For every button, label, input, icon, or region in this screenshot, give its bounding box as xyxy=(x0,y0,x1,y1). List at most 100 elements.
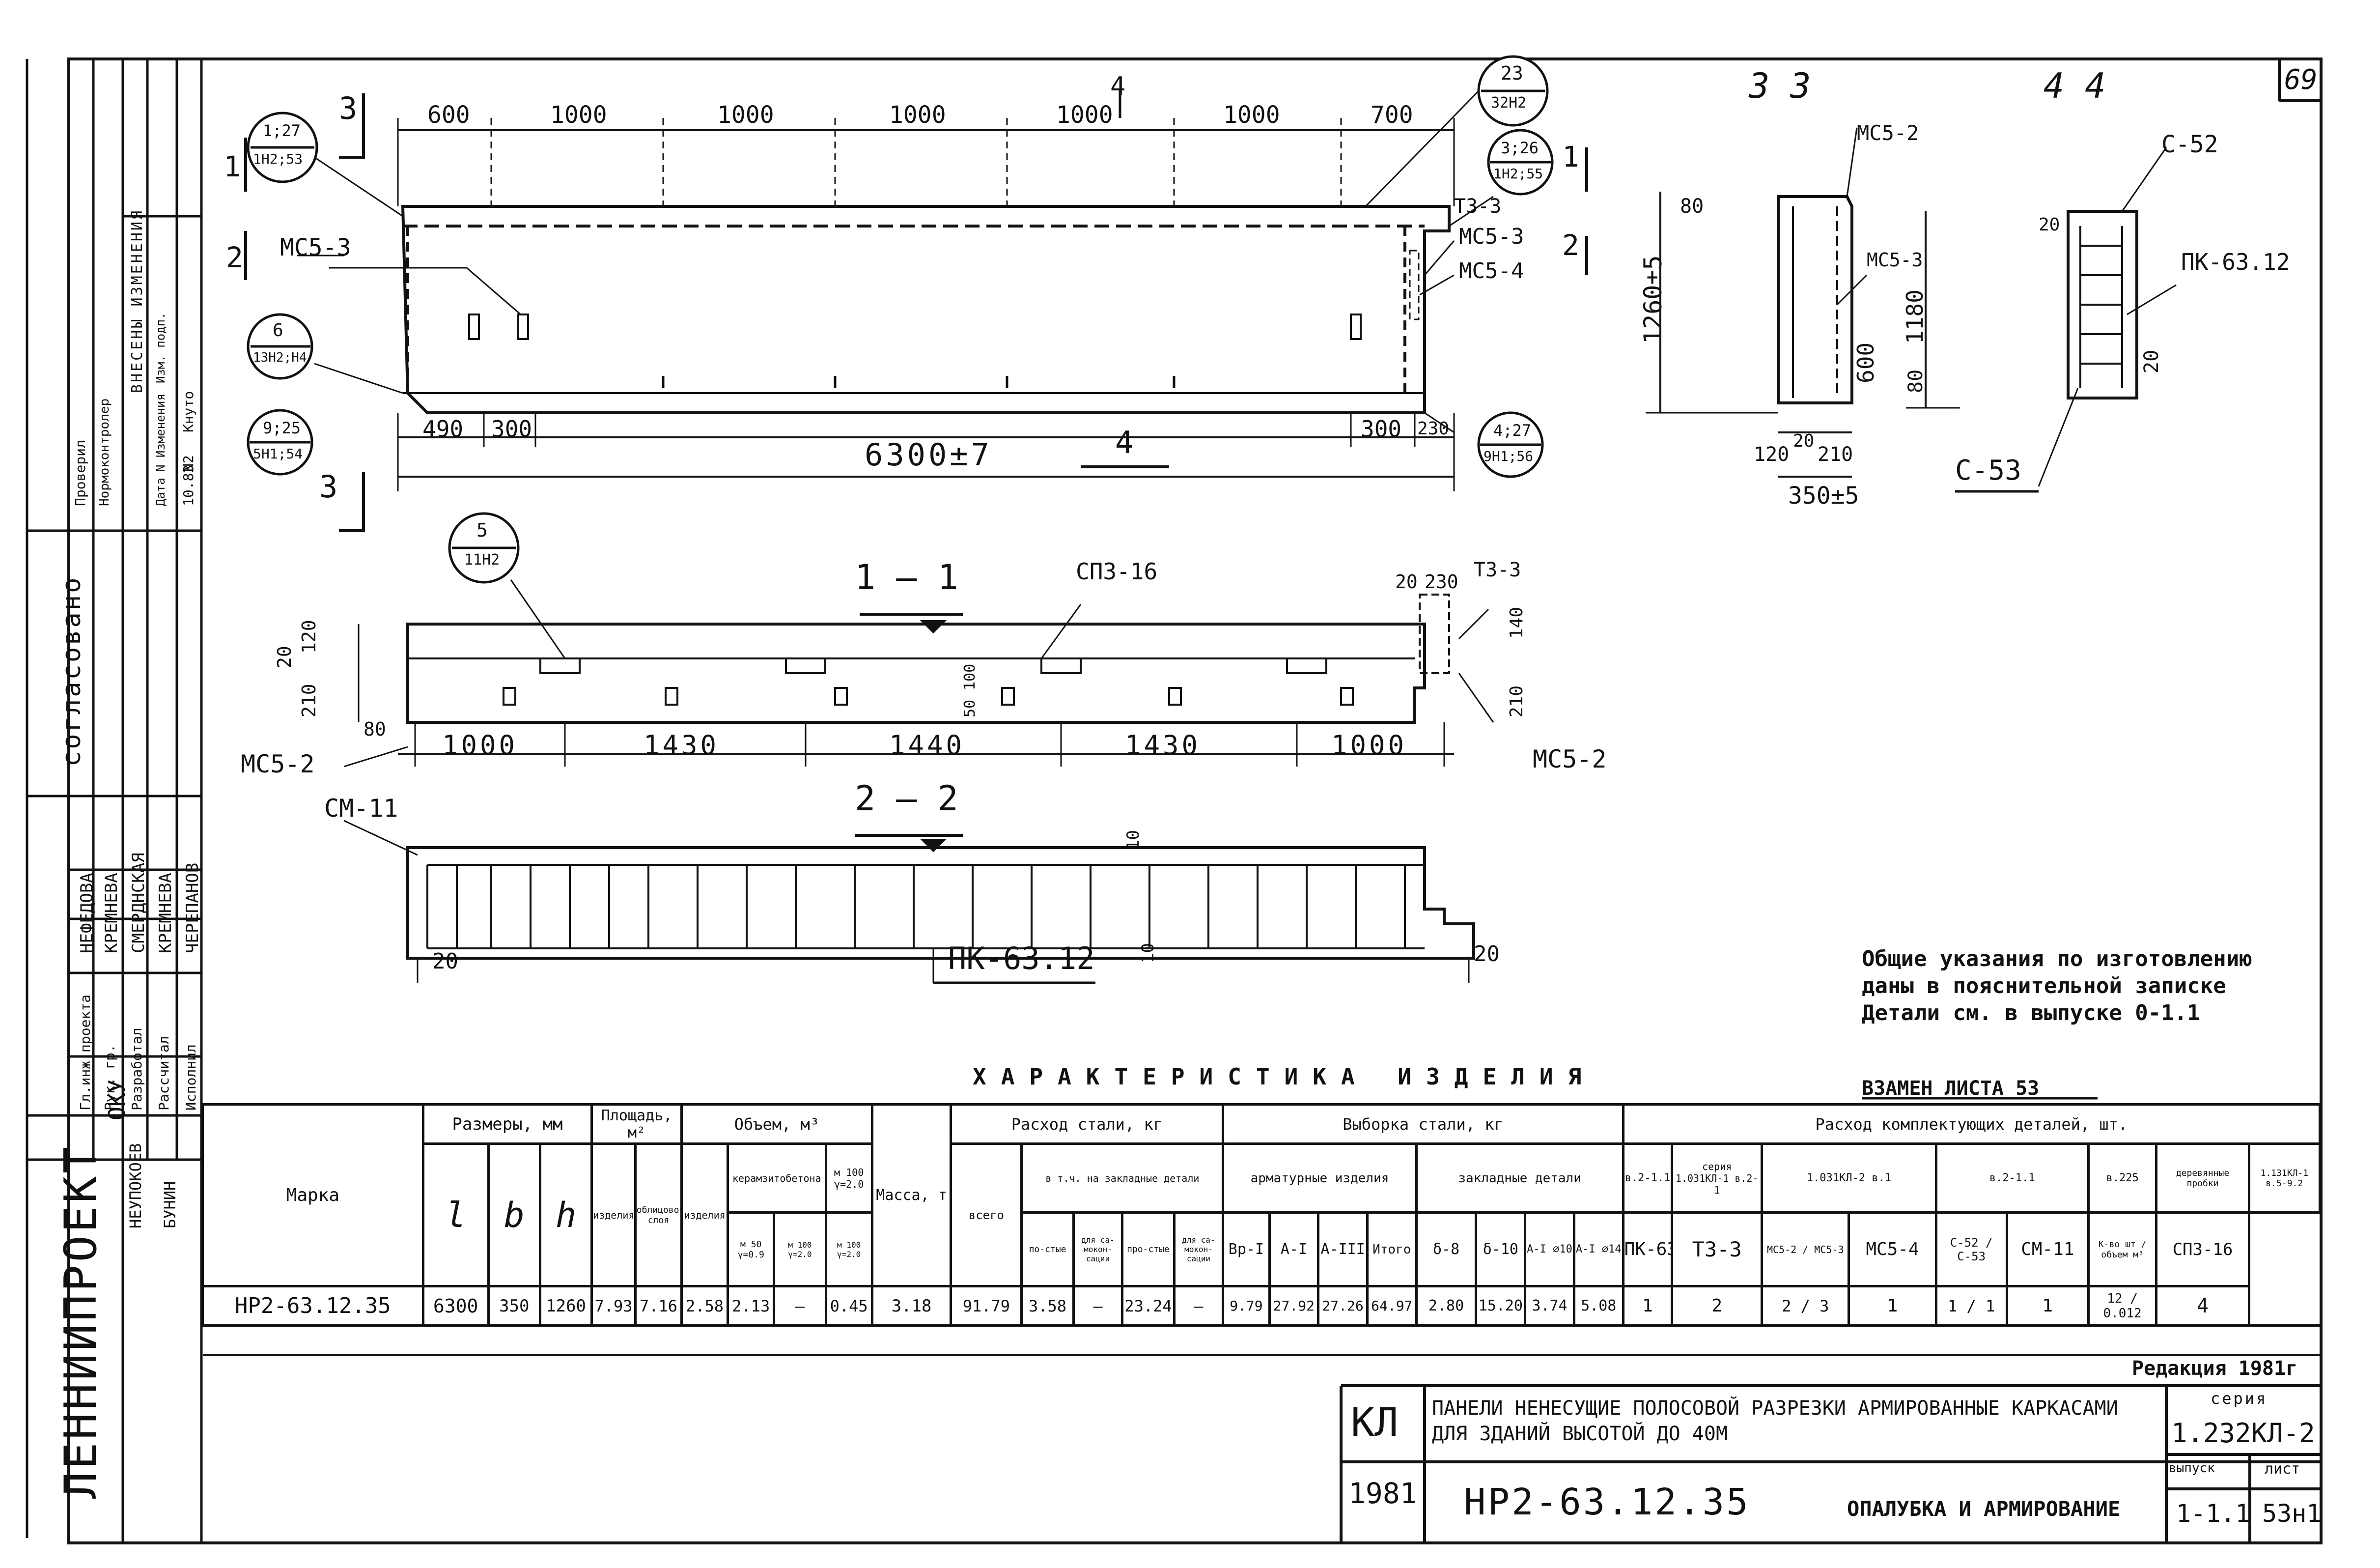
callout-3-top: 23 xyxy=(1501,62,1523,84)
dim-top-4: 1000 xyxy=(1056,101,1113,129)
section-mark-2-left: 2 xyxy=(226,241,243,274)
dim-top-0: 600 xyxy=(427,101,470,129)
cell-steel-simple2: 23.24 xyxy=(1121,1285,1176,1327)
section-2-2 xyxy=(343,820,1475,984)
callout-0-bottom: 1Н2;53 xyxy=(253,151,303,167)
general-note-0: Общие указания по изготовлению xyxy=(1862,946,2252,971)
callout-circles xyxy=(247,55,1554,584)
th-h: h xyxy=(538,1142,593,1287)
cell-total: 64.97 xyxy=(1366,1285,1418,1327)
dim-bottom-3: 230 xyxy=(1417,419,1450,439)
cell-mc52-a: 2 xyxy=(1782,1296,1792,1315)
th-vol-keramzit: керамзитобетона xyxy=(727,1142,827,1214)
th-vol-k2: м 100 γ=2.0 xyxy=(773,1211,827,1287)
th-area: Площадь, м² xyxy=(590,1103,683,1145)
section-mark-2-right: 2 xyxy=(1562,228,1579,262)
label-t3-3-s11: Т3-3 xyxy=(1474,559,1521,581)
cell-c52: 1 / 1 xyxy=(1934,1285,2008,1327)
callout-4-bottom: 1Н2;55 xyxy=(1493,166,1543,182)
th-steel-self2: для са-мокон-сации xyxy=(1173,1211,1225,1287)
th-comp-series-0: в.2-1.1 xyxy=(1622,1142,1674,1214)
cell-d8: 2.80 xyxy=(1415,1285,1478,1327)
th-pk: ПК-63.12 xyxy=(1622,1211,1674,1287)
th-steel-embedded: в т.ч. на закладные детали xyxy=(1020,1142,1225,1214)
cell-steel-self2: — xyxy=(1173,1285,1225,1327)
th-steel-self: для са-мокон-сации xyxy=(1072,1211,1124,1287)
section-44-title: 4 4 xyxy=(2044,66,2106,106)
th-volume: Объем, м³ xyxy=(680,1103,873,1145)
callout-5-bottom: 9Н1;56 xyxy=(1484,448,1534,464)
tb-kl: КЛ xyxy=(1351,1399,1399,1445)
th-plugs: К-во шт / объем м³ xyxy=(2087,1211,2158,1287)
s22-dim-0: 20 xyxy=(432,949,458,974)
th-a10: А-I ∅10 xyxy=(1524,1211,1575,1287)
section-1-1 xyxy=(343,579,1494,768)
cell-vol-m100: 0.45 xyxy=(824,1285,873,1327)
table-caption: ХАРАКТЕРИСТИКА ИЗДЕЛИЯ xyxy=(973,1063,1596,1090)
cell-plugs-vol: 0.012 xyxy=(2103,1306,2142,1321)
cell-mc54: 1 xyxy=(1848,1285,1937,1327)
label-mc5-2-s11-left: МС5-2 xyxy=(241,750,315,778)
cell-plugs-qty: 12 xyxy=(2107,1291,2123,1306)
s11-dim-3: 1430 xyxy=(1125,730,1201,761)
th-steel-simple: по-стые xyxy=(1020,1211,1075,1287)
th-d10: δ-10 xyxy=(1475,1211,1527,1287)
section-mark-3-bottom: 3 xyxy=(319,469,338,505)
callout-1-bottom: 13Н2;Н4 xyxy=(253,350,307,365)
cell-l: 6300 xyxy=(421,1285,490,1327)
label-sp3: СП3-16 xyxy=(1076,558,1158,585)
cell-pk: 1 xyxy=(1622,1285,1674,1327)
label-c52: С-52 xyxy=(2161,131,2218,158)
cell-mc52: 2 / 3 xyxy=(1761,1285,1850,1327)
cell-vol-keramzit: 2.13 xyxy=(727,1285,776,1327)
cell-mark: НР2-63.12.35 xyxy=(201,1285,424,1327)
dim-top-1: 1000 xyxy=(550,101,607,129)
s11-side-7: 230 xyxy=(1425,571,1458,593)
label-mc5-2-s33: МС5-2 xyxy=(1857,121,1919,145)
cell-a1: 27.92 xyxy=(1268,1285,1320,1327)
cell-vol-item: 2.58 xyxy=(680,1285,729,1327)
s33-dim-0: 80 xyxy=(1680,195,1704,218)
th-steel-simple2: про-стые xyxy=(1121,1211,1176,1287)
th-comp-series-2: серия 1.031КЛ-1 в.2-1 xyxy=(1671,1142,1764,1214)
cell-steel-total: 91.79 xyxy=(950,1285,1023,1327)
th-l: l xyxy=(421,1142,490,1287)
dim-top-6: 700 xyxy=(1371,101,1413,129)
cell-c53: 1 xyxy=(1986,1296,1995,1315)
th-vr1: Вр-I xyxy=(1222,1211,1271,1287)
s22-dim-1: 20 xyxy=(1474,941,1500,967)
sheet-number: 69 xyxy=(2284,64,2318,96)
s33-dim-6: 20 xyxy=(1793,431,1815,451)
s11-dim-1: 1430 xyxy=(644,730,720,761)
th-steel: Расход стали, кг xyxy=(950,1103,1225,1145)
cell-plugs: 12 / 0.012 xyxy=(2087,1285,2158,1327)
label-c53: С-53 xyxy=(1955,455,2021,486)
th-comp-series-7: деревянные пробки xyxy=(2155,1142,2250,1214)
cell-a14: 5.08 xyxy=(1572,1285,1624,1327)
total-length: 6300±7 xyxy=(865,437,992,473)
cell-h: 1260 xyxy=(538,1285,593,1327)
s33-dim-5: 120 xyxy=(1754,443,1790,466)
tb-issue: 1-1.1 xyxy=(2176,1499,2250,1528)
tb-mark: НР2-63.12.35 xyxy=(1464,1481,1750,1523)
tb-title: ПАНЕЛИ НЕНЕСУЩИЕ ПОЛОСОВОЙ РАЗРЕЗКИ АРМИ… xyxy=(1432,1397,2118,1445)
callout-3-bottom: 32Н2 xyxy=(1491,94,1527,112)
dim-top-5: 1000 xyxy=(1223,101,1280,129)
cell-vr1: 9.79 xyxy=(1222,1285,1271,1327)
label-mc5-4: МС5-4 xyxy=(1459,258,1524,284)
callout-2-top: 9;25 xyxy=(263,419,301,437)
cell-b: 350 xyxy=(487,1285,541,1327)
th-comp-series-8: 1.131КЛ-1 в.5-9.2 xyxy=(2247,1142,2322,1214)
s33-dim-8: 350±5 xyxy=(1788,482,1859,510)
th-cm11: СМ-11 xyxy=(2005,1211,2090,1287)
dim-top-3: 1000 xyxy=(889,101,946,129)
tb-series: 1.232КЛ-2 xyxy=(2171,1418,2315,1449)
callout-4-top: 3;26 xyxy=(1501,139,1539,157)
cell-vol-k2: — xyxy=(773,1285,827,1327)
cell-d10: 15.20 xyxy=(1475,1285,1527,1327)
cell-area-item: 7.93 xyxy=(590,1285,637,1327)
th-total: Итого xyxy=(1366,1211,1418,1287)
s33-dim-7: 210 xyxy=(1818,443,1853,466)
table-empty-row xyxy=(202,1324,2320,1356)
